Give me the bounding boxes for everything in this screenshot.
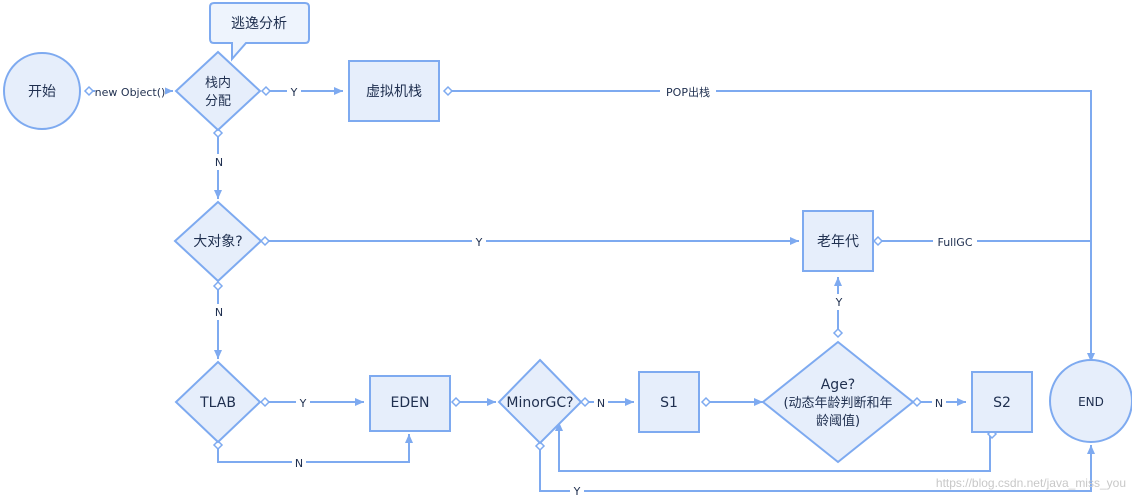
port xyxy=(259,235,271,247)
stack-alloc-label-line2: 分配 xyxy=(205,94,231,109)
port xyxy=(212,280,224,292)
edge-tlab-to-eden-n xyxy=(217,434,413,463)
port xyxy=(700,396,712,408)
watermark: https://blog.csdn.net/java_miss_you xyxy=(936,476,1126,490)
old-gen-label: 老年代 xyxy=(817,234,859,250)
port xyxy=(212,127,224,139)
edge-label-big-n: N xyxy=(215,306,223,319)
start-label: 开始 xyxy=(28,84,56,100)
port xyxy=(83,85,95,97)
edge-label-minor-n: N xyxy=(597,397,605,410)
s2-label: S2 xyxy=(993,395,1011,411)
s1-label: S1 xyxy=(660,395,678,411)
port xyxy=(872,235,884,247)
edge-label-minor-y: Y xyxy=(573,485,581,498)
vm-stack-node xyxy=(348,60,440,122)
big-object-label: 大对象? xyxy=(193,234,242,250)
age-label-line1: Age? xyxy=(821,377,856,393)
tlab-decision xyxy=(174,360,262,444)
connector-lines xyxy=(85,87,1095,492)
big-object-decision xyxy=(173,200,263,283)
s2-node xyxy=(971,371,1033,433)
connection-ports xyxy=(83,85,998,452)
tlab-label: TLAB xyxy=(199,395,236,411)
edge-label-new-object: new Object() xyxy=(95,86,166,99)
port xyxy=(579,396,591,408)
edge-vmstack-to-end xyxy=(444,90,1095,362)
edge-label-tlab-y: Y xyxy=(299,397,307,410)
port xyxy=(212,439,224,451)
edge-label-stack-n: N xyxy=(215,156,223,169)
minorgc-label: MinorGC? xyxy=(506,395,573,411)
port xyxy=(450,396,462,408)
port xyxy=(260,85,272,97)
old-gen-node xyxy=(802,210,874,272)
stack-alloc-label-line1: 栈内 xyxy=(205,75,231,91)
edge-label-big-y: Y xyxy=(475,236,483,249)
edge-label-age-y: Y xyxy=(835,296,843,309)
port xyxy=(259,396,271,408)
escape-callout xyxy=(209,2,310,62)
port xyxy=(442,85,454,97)
minorgc-decision xyxy=(497,358,583,445)
end-node xyxy=(1049,359,1132,443)
end-label: END xyxy=(1078,395,1104,409)
vm-stack-label: 虚拟机栈 xyxy=(366,84,422,100)
edge-label-stack-y: Y xyxy=(290,86,298,99)
age-label-line2: (动态年龄判断和年 xyxy=(783,396,892,411)
age-decision xyxy=(761,340,915,464)
escape-analysis-label: 逃逸分析 xyxy=(231,16,287,32)
edge-label-tlab-n: N xyxy=(295,457,303,470)
port xyxy=(911,396,923,408)
s1-node xyxy=(638,371,700,433)
edge-label-pop: POP出栈 xyxy=(666,85,710,99)
edge-label-fullgc: FullGC xyxy=(937,236,972,249)
eden-label: EDEN xyxy=(391,395,430,411)
edge-s2-to-minorgc xyxy=(555,422,991,472)
start-node xyxy=(3,52,81,130)
age-label-line3: 龄阈值) xyxy=(816,413,860,429)
eden-node xyxy=(369,375,451,432)
port xyxy=(534,440,546,452)
port xyxy=(832,327,844,339)
edge-minorgc-to-end xyxy=(539,445,1095,492)
stack-alloc-decision xyxy=(174,50,262,132)
edge-label-age-n: N xyxy=(935,397,943,410)
